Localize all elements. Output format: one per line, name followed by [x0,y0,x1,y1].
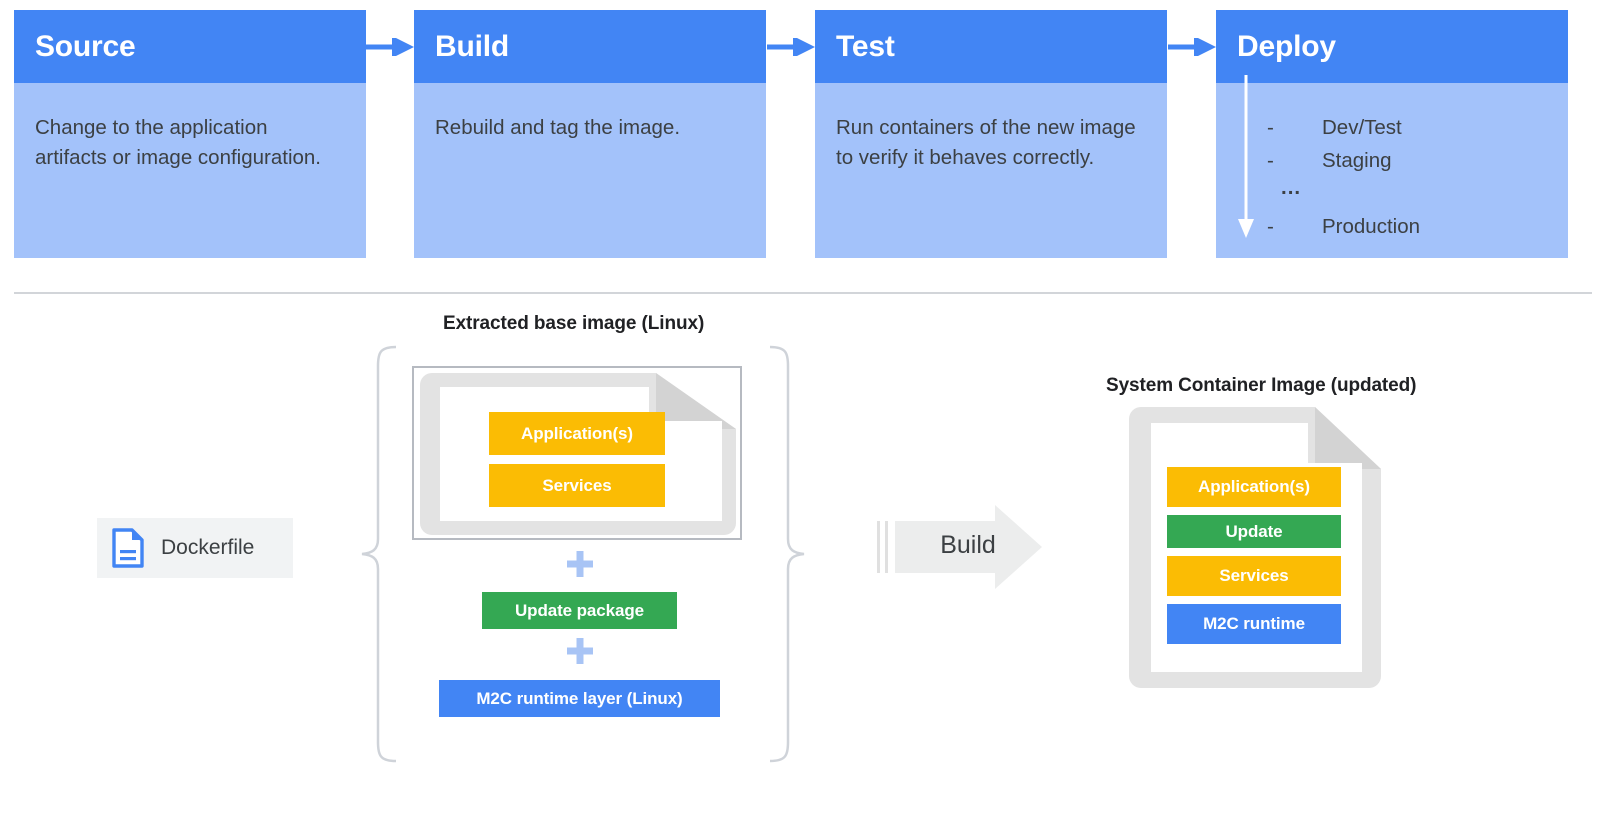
card-title-deploy: Deploy [1237,29,1336,63]
card-title-source: Source [35,29,136,63]
added-layer-update-package: Update package [482,592,677,629]
section-divider [14,292,1592,294]
added-layer-m2c-runtime: M2C runtime layer (Linux) [439,680,720,717]
system-layer-update: Update [1167,515,1341,548]
list-item-label: Staging [1322,149,1392,172]
system-layer-services: Services [1167,556,1341,596]
system-layer-applications: Application(s) [1167,467,1341,507]
base-layer-services: Services [489,464,665,507]
card-text-source: Change to the application artifacts or i… [35,116,321,169]
list-item-label: Production [1322,215,1421,238]
plus-icon [567,638,593,664]
dockerfile-label: Dockerfile [161,536,255,559]
list-item-dash: - [1267,215,1274,238]
arrow-build-to-test-icon [767,38,815,56]
build-process-arrow-icon [877,505,1042,589]
pipeline-card-build: Build Rebuild and tag the image. [414,10,766,258]
build-arrow-label: Build [940,531,996,559]
pipeline-card-deploy: Deploy - Dev/Test - Staging ... [1216,10,1568,258]
list-item-dash: ... [1281,176,1302,199]
deploy-down-arrow-icon [1238,75,1254,238]
extracted-base-image-label: Extracted base image (Linux) [443,313,705,334]
arrow-test-to-deploy-icon [1168,38,1216,56]
list-item-ellipsis: ... [1267,177,1537,210]
list-item: - Dev/Test [1267,111,1537,144]
pipeline-card-source: Source Change to the application artifac… [14,10,366,258]
system-layer-m2c-runtime: M2C runtime [1167,604,1341,644]
card-body-deploy: - Dev/Test - Staging ... - Production [1216,75,1568,258]
card-body-test: Run containers of the new image to verif… [815,83,1167,258]
card-title-build: Build [435,29,509,63]
card-header-deploy: Deploy [1216,10,1568,83]
card-text-build: Rebuild and tag the image. [435,116,681,139]
deploy-environment-list: - Dev/Test - Staging ... - Production [1267,111,1537,243]
list-item-label: Dev/Test [1322,116,1402,139]
list-item-dash: - [1267,149,1274,172]
list-item: - Production [1267,210,1537,243]
card-body-source: Change to the application artifacts or i… [14,83,366,258]
card-header-source: Source [14,10,366,83]
card-header-test: Test [815,10,1167,83]
plus-icon [567,551,593,577]
left-curly-brace [361,345,397,763]
dockerfile-document-icon [112,528,144,568]
list-item: - Staging [1267,144,1537,177]
system-container-image-label: System Container Image (updated) [1106,375,1417,396]
card-title-test: Test [836,29,895,63]
list-item-dash: - [1267,116,1274,139]
pipeline-card-test: Test Run containers of the new image to … [815,10,1167,258]
card-text-test: Run containers of the new image to verif… [836,116,1136,169]
arrow-source-to-build-icon [366,38,414,56]
right-curly-brace [769,345,805,763]
base-layer-applications: Application(s) [489,412,665,455]
card-body-build: Rebuild and tag the image. [414,83,766,258]
card-header-build: Build [414,10,766,83]
dockerfile-chip[interactable]: Dockerfile [97,518,293,578]
